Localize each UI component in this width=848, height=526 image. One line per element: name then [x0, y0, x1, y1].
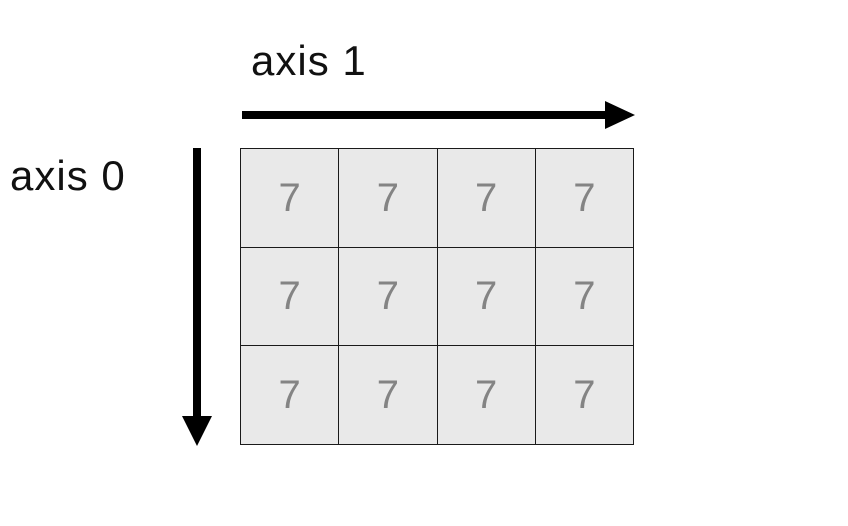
axis-1-label: axis 1 — [251, 37, 367, 84]
axis-1-arrow-shaft — [242, 111, 605, 119]
cell-value: 7 — [376, 175, 399, 220]
axis-0-arrow-shaft — [193, 148, 201, 416]
cell-value: 7 — [475, 175, 498, 220]
cell-value: 7 — [475, 274, 498, 319]
axis-0-arrowhead-icon — [182, 416, 212, 446]
grid-cell: 7 — [535, 247, 633, 346]
grid-cell: 7 — [241, 247, 339, 346]
grid-cell: 7 — [535, 149, 633, 247]
grid-cell: 7 — [339, 247, 437, 346]
cell-value: 7 — [278, 373, 301, 418]
cell-value: 7 — [573, 373, 596, 418]
axis-1-arrowhead-icon — [605, 101, 635, 129]
cell-value: 7 — [475, 373, 498, 418]
grid-cell: 7 — [339, 346, 437, 444]
cell-value: 7 — [376, 274, 399, 319]
grid-cell: 7 — [241, 346, 339, 444]
cell-value: 7 — [278, 274, 301, 319]
grid-cell: 7 — [437, 149, 535, 247]
grid-cell: 7 — [437, 346, 535, 444]
cell-value: 7 — [278, 175, 301, 220]
array-grid: 7 7 7 7 7 7 7 7 7 7 7 7 — [240, 148, 634, 445]
cell-value: 7 — [376, 373, 399, 418]
grid-cell: 7 — [437, 247, 535, 346]
cell-value: 7 — [573, 175, 596, 220]
cell-value: 7 — [573, 274, 596, 319]
grid-cell: 7 — [241, 149, 339, 247]
grid-cell: 7 — [535, 346, 633, 444]
axis-0-label: axis 0 — [10, 152, 126, 199]
grid-cell: 7 — [339, 149, 437, 247]
